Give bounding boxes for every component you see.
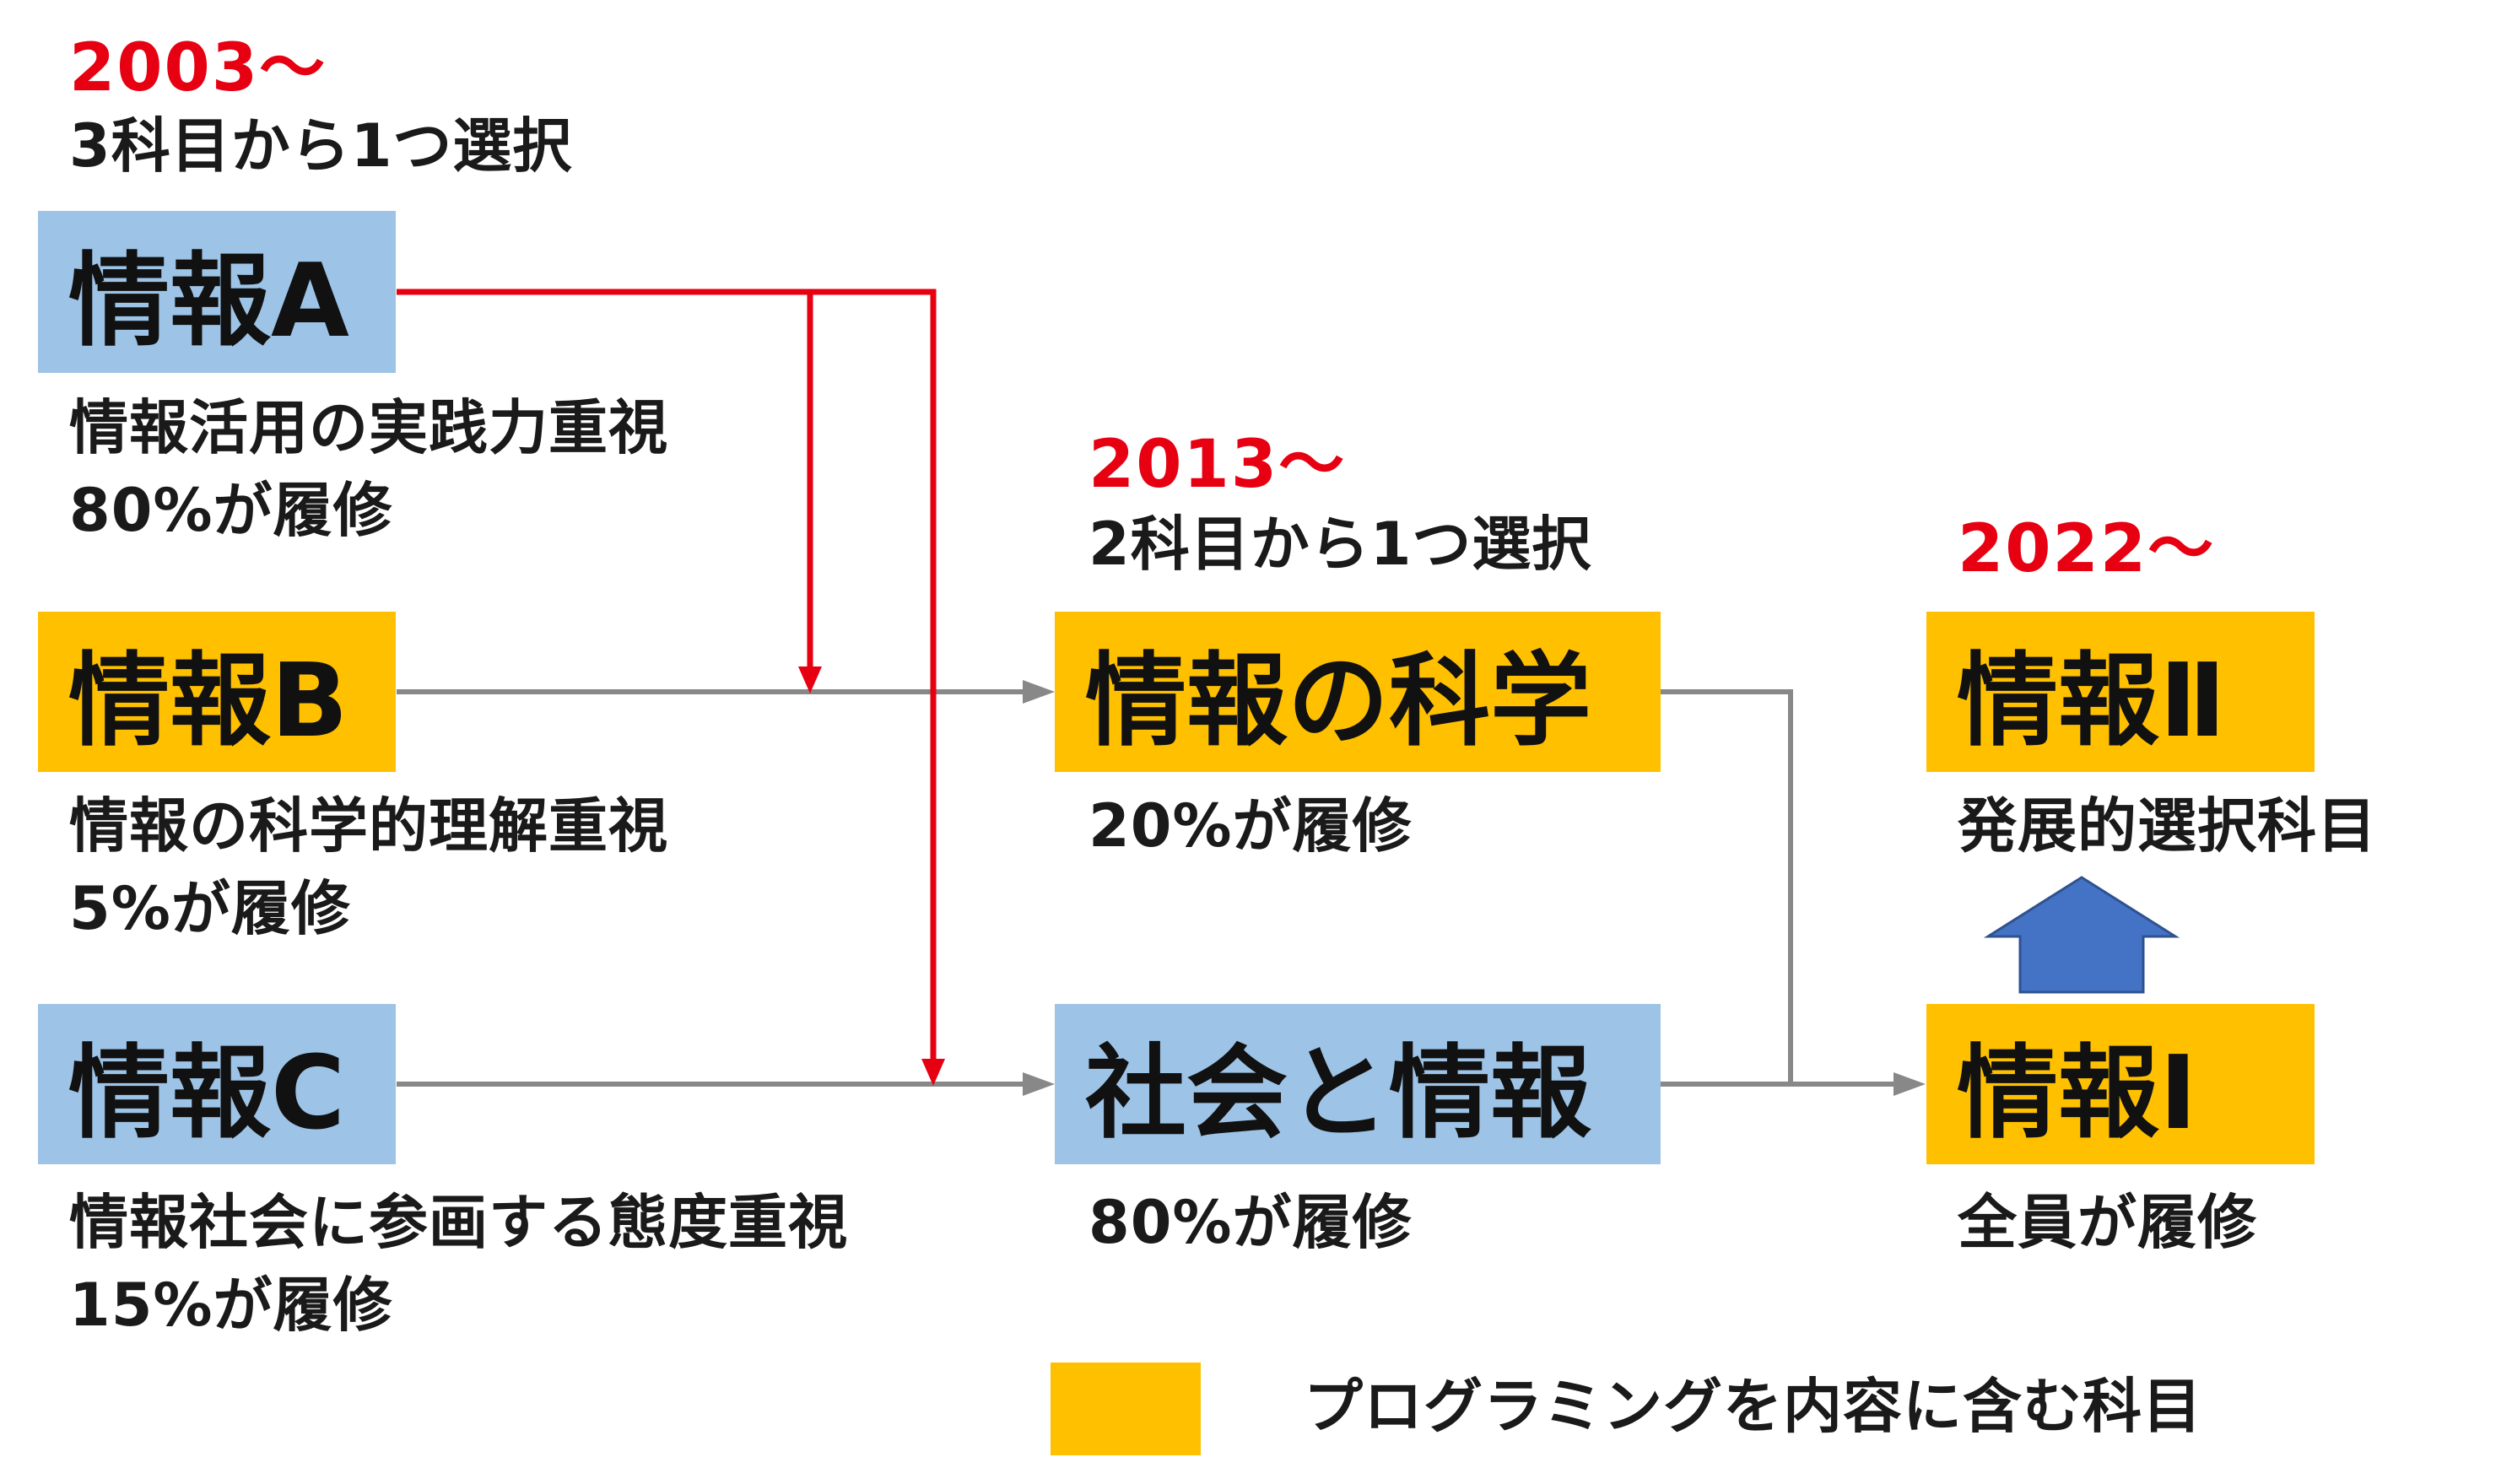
year-2003: 2003～ xyxy=(69,30,327,106)
subject-a-focus: 情報活用の実践力重視 xyxy=(69,393,668,462)
subtitle-2003: 3科目から1つ選択 xyxy=(69,111,573,181)
arrowhead-society xyxy=(1023,1072,1055,1096)
up-arrow-i-to-ii xyxy=(1983,876,2180,994)
arrowhead-science xyxy=(1023,680,1055,704)
year-2013: 2013～ xyxy=(1089,427,1347,503)
subject-ii-note: 発展的選択科目 xyxy=(1958,791,2377,861)
connector-science-to-i xyxy=(1661,689,1793,1084)
legend-swatch xyxy=(1051,1363,1201,1455)
subject-a-note: 情報活用の実践力重視 80%が履修 xyxy=(69,386,668,552)
subtitle-2013: 2科目から1つ選択 xyxy=(1089,510,1592,579)
subject-box-i: 情報Ⅰ xyxy=(1926,1004,2315,1164)
red-connector-a-to-c xyxy=(810,289,937,1059)
subject-b-focus: 情報の科学的理解重視 xyxy=(69,791,668,861)
year-2022: 2022～ xyxy=(1958,511,2216,587)
subject-science-rate: 20%が履修 xyxy=(1089,791,1413,861)
subject-a-rate: 80%が履修 xyxy=(69,476,393,545)
subject-i-note: 全員が履修 xyxy=(1958,1188,2257,1257)
subject-b-rate: 5%が履修 xyxy=(69,874,351,943)
subject-box-c: 情報C xyxy=(38,1004,396,1164)
subject-box-a: 情報A xyxy=(38,211,396,373)
arrowhead-i xyxy=(1893,1072,1926,1096)
subject-society-rate: 80%が履修 xyxy=(1089,1188,1413,1257)
subject-c-focus: 情報社会に参画する態度重視 xyxy=(69,1188,848,1257)
subject-box-b: 情報B xyxy=(38,612,396,772)
subject-c-note: 情報社会に参画する態度重視 15%が履修 xyxy=(69,1181,848,1346)
subject-b-note: 情報の科学的理解重視 5%が履修 xyxy=(69,785,668,950)
legend-label: プログラミングを内容に含む科目 xyxy=(1304,1372,2202,1441)
subject-box-society: 社会と情報 xyxy=(1055,1004,1661,1164)
subject-c-rate: 15%が履修 xyxy=(69,1271,393,1340)
subject-box-science: 情報の科学 xyxy=(1055,612,1661,772)
subject-box-ii: 情報Ⅱ xyxy=(1926,612,2315,772)
red-arrowhead-b xyxy=(798,666,822,693)
red-arrowhead-c xyxy=(921,1059,945,1086)
